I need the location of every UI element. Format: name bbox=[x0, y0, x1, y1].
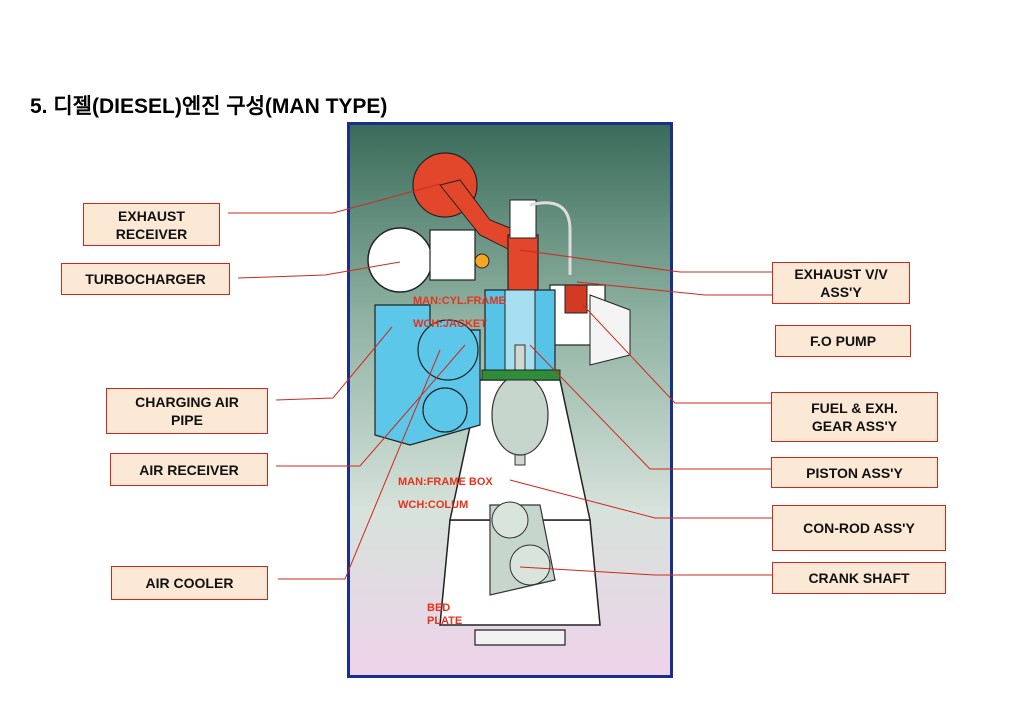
label-conrod: CON-ROD ASS'Y bbox=[772, 505, 946, 551]
engine-drawing bbox=[350, 125, 670, 675]
line-exhaust-receiver bbox=[228, 183, 441, 214]
line-air-receiver bbox=[276, 344, 466, 467]
inner-label-cyl-frame: MAN:CYL.FRAME bbox=[413, 295, 506, 307]
label-crank-shaft: CRANK SHAFT bbox=[772, 562, 946, 594]
label-fuel-exh-gear: FUEL & EXH. GEAR ASS'Y bbox=[771, 392, 938, 442]
label-exhaust-receiver: EXHAUST RECEIVER bbox=[83, 203, 220, 246]
line-crank-shaft bbox=[519, 566, 772, 576]
line-air-cooler bbox=[278, 349, 441, 580]
label-turbocharger: TURBOCHARGER bbox=[61, 263, 230, 295]
line-conrod bbox=[509, 479, 772, 519]
inner-label-frame-box: MAN:FRAME BOX bbox=[398, 476, 493, 488]
label-air-cooler: AIR COOLER bbox=[111, 566, 268, 600]
label-exhaust-vv: EXHAUST V/V ASS'Y bbox=[772, 262, 910, 304]
line-turbocharger bbox=[237, 261, 401, 279]
inner-label-colum: WCH:COLUM bbox=[398, 499, 469, 511]
air-cooler-shape bbox=[417, 319, 479, 381]
line-fo-pump bbox=[576, 281, 772, 296]
line-exhaust-vv bbox=[519, 249, 772, 273]
label-charging-air-pipe: CHARGING AIR PIPE bbox=[106, 388, 268, 434]
page-title: 5. 디젤(DIESEL)엔진 구성(MAN TYPE) bbox=[30, 95, 388, 118]
engine-illustration: MAN:CYL.FRAME WCH:JACKET MAN:FRAME BOX W… bbox=[347, 122, 673, 678]
line-fuel-exh-gear bbox=[582, 304, 772, 404]
label-fo-pump: F.O PUMP bbox=[775, 325, 911, 357]
label-air-receiver: AIR RECEIVER bbox=[110, 453, 268, 486]
label-piston: PISTON ASS'Y bbox=[771, 457, 938, 488]
line-piston bbox=[529, 344, 772, 470]
line-charging-air-pipe bbox=[275, 326, 393, 401]
inner-label-bed-plate: BED PLATE bbox=[427, 602, 463, 627]
inner-label-jacket: WCH:JACKET bbox=[413, 318, 487, 330]
